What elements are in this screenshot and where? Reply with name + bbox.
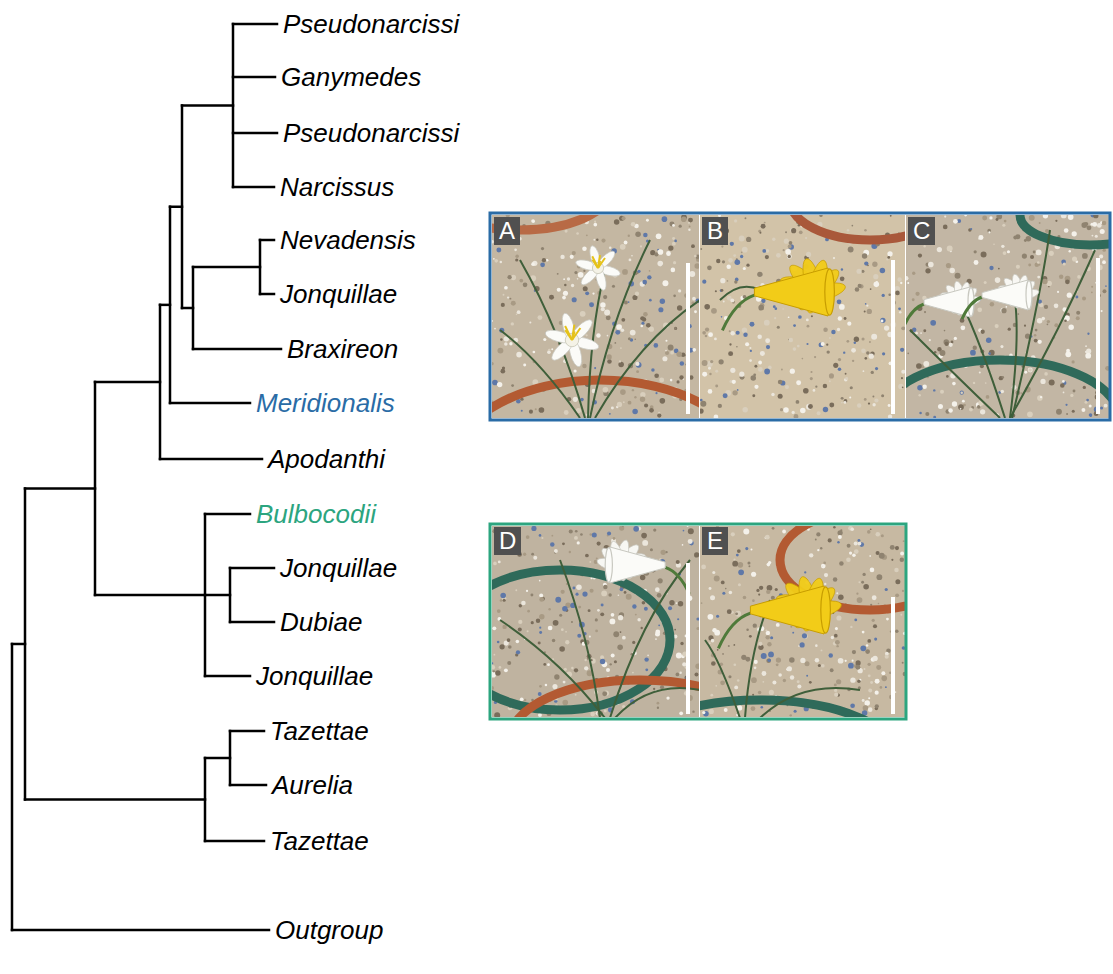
tree-branch: [205, 757, 230, 760]
flower: [575, 245, 622, 292]
plant-photo: [700, 526, 905, 717]
panel-letter: B: [702, 217, 728, 245]
flower: [962, 273, 1040, 319]
tree-branch: [11, 644, 14, 930]
tree-branch: [170, 402, 250, 405]
tree-branch: [25, 798, 205, 801]
taxon-label: Narcissus: [280, 171, 394, 203]
panel-frame: [490, 524, 906, 719]
tree-branch: [233, 76, 275, 79]
tree-branch: [12, 929, 269, 932]
tree-branch: [182, 104, 233, 107]
scale-bar: [686, 263, 690, 414]
tree-branch: [193, 348, 281, 351]
tree-branch: [230, 567, 274, 570]
scale-bar: [891, 260, 895, 414]
tree-branch: [205, 594, 230, 597]
panel-letter-text: A: [499, 217, 515, 245]
plant-photo: [700, 215, 905, 418]
panel-letter-text: D: [499, 527, 516, 555]
tree-branch: [230, 730, 264, 733]
scale-bar: [891, 597, 895, 714]
plant-photo: [906, 215, 1109, 418]
taxon-label: Outgroup: [275, 914, 383, 946]
panel-frame: [490, 213, 1110, 420]
flower: [718, 575, 843, 649]
taxon-label: Pseudonarcissi: [283, 117, 459, 149]
scale-bar: [1096, 258, 1100, 414]
taxon-label: Dubiae: [280, 606, 362, 638]
tree-branch: [95, 381, 160, 384]
taxon-label: Aurelia: [272, 769, 353, 801]
tree: [12, 24, 281, 930]
tree-branch: [95, 594, 205, 597]
tree-branch: [25, 487, 95, 490]
tree-branch: [230, 621, 274, 624]
tree-branch: [205, 675, 250, 678]
panel-letter: D: [494, 527, 521, 555]
tree-branch: [170, 206, 182, 209]
flower: [722, 257, 847, 331]
scale-bar: [686, 563, 690, 714]
flower: [544, 312, 600, 368]
tree-branch: [230, 784, 266, 787]
tree-branch: [233, 23, 277, 26]
taxon-label: Jonquillae: [280, 552, 397, 584]
taxon-label: Meridionalis: [256, 387, 395, 419]
taxon-label: Apodanthi: [268, 443, 385, 475]
taxon-label: Pseudonarcissi: [283, 8, 459, 40]
taxon-label: Tazettae: [270, 825, 369, 857]
panel-letter: E: [702, 527, 728, 555]
taxon-label: Nevadensis: [280, 224, 416, 256]
tree-branch: [160, 304, 170, 307]
tree-branch: [193, 266, 260, 269]
tree-branch: [233, 132, 277, 135]
plant-photo: [492, 215, 699, 418]
plant-photo: [492, 526, 699, 717]
tree-branch: [205, 513, 250, 516]
taxon-label: Jonquillae: [280, 278, 397, 310]
taxon-label: Jonquillae: [256, 660, 373, 692]
tree-branch: [260, 293, 274, 296]
panel-letter-text: C: [913, 217, 930, 245]
tree-branch: [260, 239, 274, 242]
panel-letter: A: [494, 217, 520, 245]
tree-branch: [205, 840, 264, 843]
panel-letter-text: E: [707, 527, 723, 555]
taxon-label: Braxireon: [287, 333, 398, 365]
panel-letter-text: B: [707, 217, 723, 245]
tree-branch: [233, 186, 274, 189]
tree-branch: [182, 307, 193, 310]
flower: [906, 280, 982, 326]
tree-branch: [160, 458, 262, 461]
taxon-label: Ganymedes: [281, 61, 421, 93]
flower: [595, 538, 689, 593]
taxon-label: Bulbocodii: [256, 498, 376, 530]
tree-branch: [12, 643, 25, 646]
panel-letter: C: [908, 217, 935, 245]
taxon-label: Tazettae: [270, 715, 369, 747]
